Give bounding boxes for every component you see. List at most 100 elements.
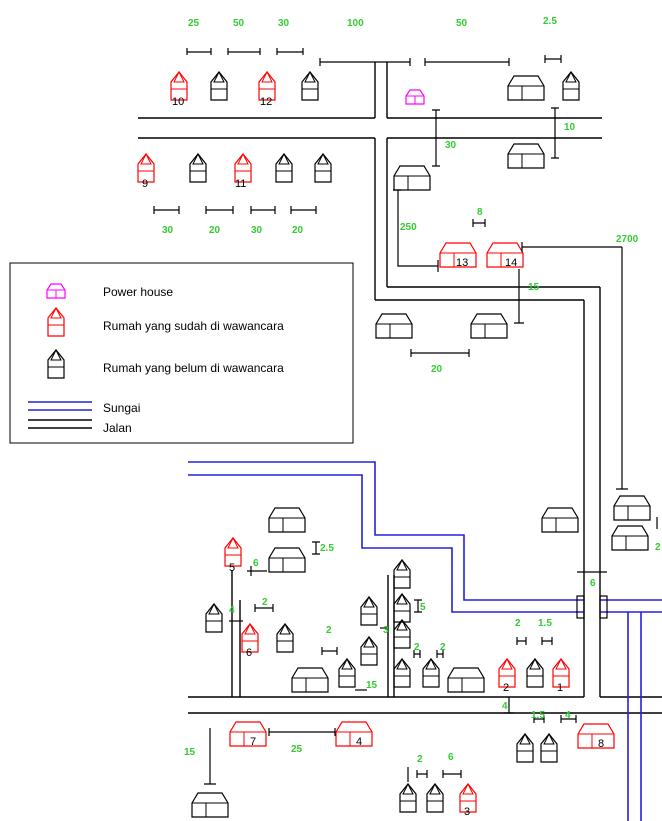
house-8 [577, 723, 615, 749]
distance-label: 4 [502, 701, 508, 712]
house [422, 658, 440, 688]
house [426, 783, 444, 813]
house [393, 658, 411, 688]
house-number-7: 7 [250, 736, 256, 748]
house [540, 733, 558, 763]
distance-label: 6 [448, 752, 454, 763]
house-number-2: 2 [503, 682, 509, 694]
legend-river-label: Sungai [103, 401, 140, 415]
house-number-10: 10 [172, 96, 184, 108]
distance-label: 2.5 [543, 16, 557, 27]
house [314, 153, 332, 183]
distance-labels: 25 50 30 100 50 2.5 10 30 30 20 30 20 25… [162, 16, 661, 765]
house [562, 71, 580, 101]
house [541, 507, 579, 533]
distance-label: 20 [431, 364, 443, 375]
distance-label: 2 [655, 542, 661, 553]
distance-label: 2 [414, 642, 420, 653]
house-number-14: 14 [505, 257, 517, 269]
house [268, 507, 306, 533]
house [291, 667, 329, 693]
house-number-5: 5 [229, 562, 235, 574]
roads [20, 62, 662, 714]
distance-label: 30 [251, 225, 263, 236]
house [526, 658, 544, 688]
legend: Power house Rumah yang sudah di wawancar… [9, 262, 354, 444]
distance-label: 1.5 [531, 710, 545, 721]
house [507, 75, 545, 101]
distance-label: 2 [326, 625, 332, 636]
distance-label: 2 [262, 597, 268, 608]
distance-label: 2700 [616, 234, 639, 245]
distance-label: 6 [253, 558, 259, 569]
house [205, 603, 223, 633]
legend-not-interviewed-label: Rumah yang belum di wawancara [103, 361, 284, 375]
legend-interviewed-label: Rumah yang sudah di wawancara [103, 319, 284, 333]
distance-label: 5 [420, 602, 426, 613]
house [613, 495, 651, 521]
distance-label: 50 [456, 18, 468, 29]
bridge [576, 595, 608, 619]
house [360, 636, 378, 666]
house-number-4: 4 [356, 736, 362, 748]
house [399, 783, 417, 813]
distance-label: 50 [233, 18, 245, 29]
house [275, 153, 293, 183]
house [191, 792, 229, 818]
house-numbers: 10 12 9 11 13 14 5 6 2 1 7 4 8 3 [142, 96, 604, 818]
distance-label: 2 [417, 754, 423, 765]
house-4 [335, 721, 373, 747]
dimension-lines [153, 48, 658, 785]
house [301, 71, 319, 101]
house [447, 667, 485, 693]
house-number-11: 11 [235, 178, 246, 190]
distance-label: 6 [590, 578, 596, 589]
house [393, 593, 411, 623]
house [393, 165, 431, 191]
house-number-3: 3 [464, 806, 470, 818]
distance-label: 15 [528, 282, 540, 293]
distance-label: 4 [229, 605, 235, 616]
house [189, 153, 207, 183]
house-number-12: 12 [260, 96, 272, 108]
house [470, 313, 508, 339]
house-number-8: 8 [598, 738, 604, 750]
distance-label: 20 [292, 225, 304, 236]
house [611, 525, 649, 551]
house [516, 733, 534, 763]
house-number-13: 13 [456, 257, 468, 269]
distance-label: 25 [188, 18, 200, 29]
distance-label: 2 [515, 618, 521, 629]
house [268, 547, 306, 573]
distance-label: 30 [445, 140, 457, 151]
distance-label: 8 [477, 207, 483, 218]
distance-label: 15 [366, 680, 378, 691]
house [393, 559, 411, 589]
house-number-6: 6 [246, 647, 252, 659]
distance-label: 2 [440, 642, 446, 653]
house-number-1: 1 [557, 682, 563, 694]
distance-label: 3 [383, 625, 389, 636]
distance-label: 30 [278, 18, 290, 29]
distance-label: 100 [347, 18, 364, 29]
distance-label: 30 [162, 225, 174, 236]
house [375, 313, 413, 339]
distance-label: 2.5 [320, 543, 334, 554]
rivers [20, 401, 662, 821]
house [338, 658, 356, 688]
legend-road-label: Jalan [103, 421, 132, 435]
houses [137, 71, 651, 818]
distance-label: 20 [209, 225, 221, 236]
house-7 [229, 721, 267, 747]
house [360, 596, 378, 626]
distance-label: 10 [564, 122, 576, 133]
legend-power-label: Power house [103, 285, 173, 299]
house-number-9: 9 [142, 178, 148, 190]
house [210, 71, 228, 101]
power-house [405, 89, 425, 105]
house [507, 143, 545, 169]
distance-label: 1.5 [538, 618, 552, 629]
house [276, 623, 294, 653]
distance-label: 15 [184, 747, 196, 758]
